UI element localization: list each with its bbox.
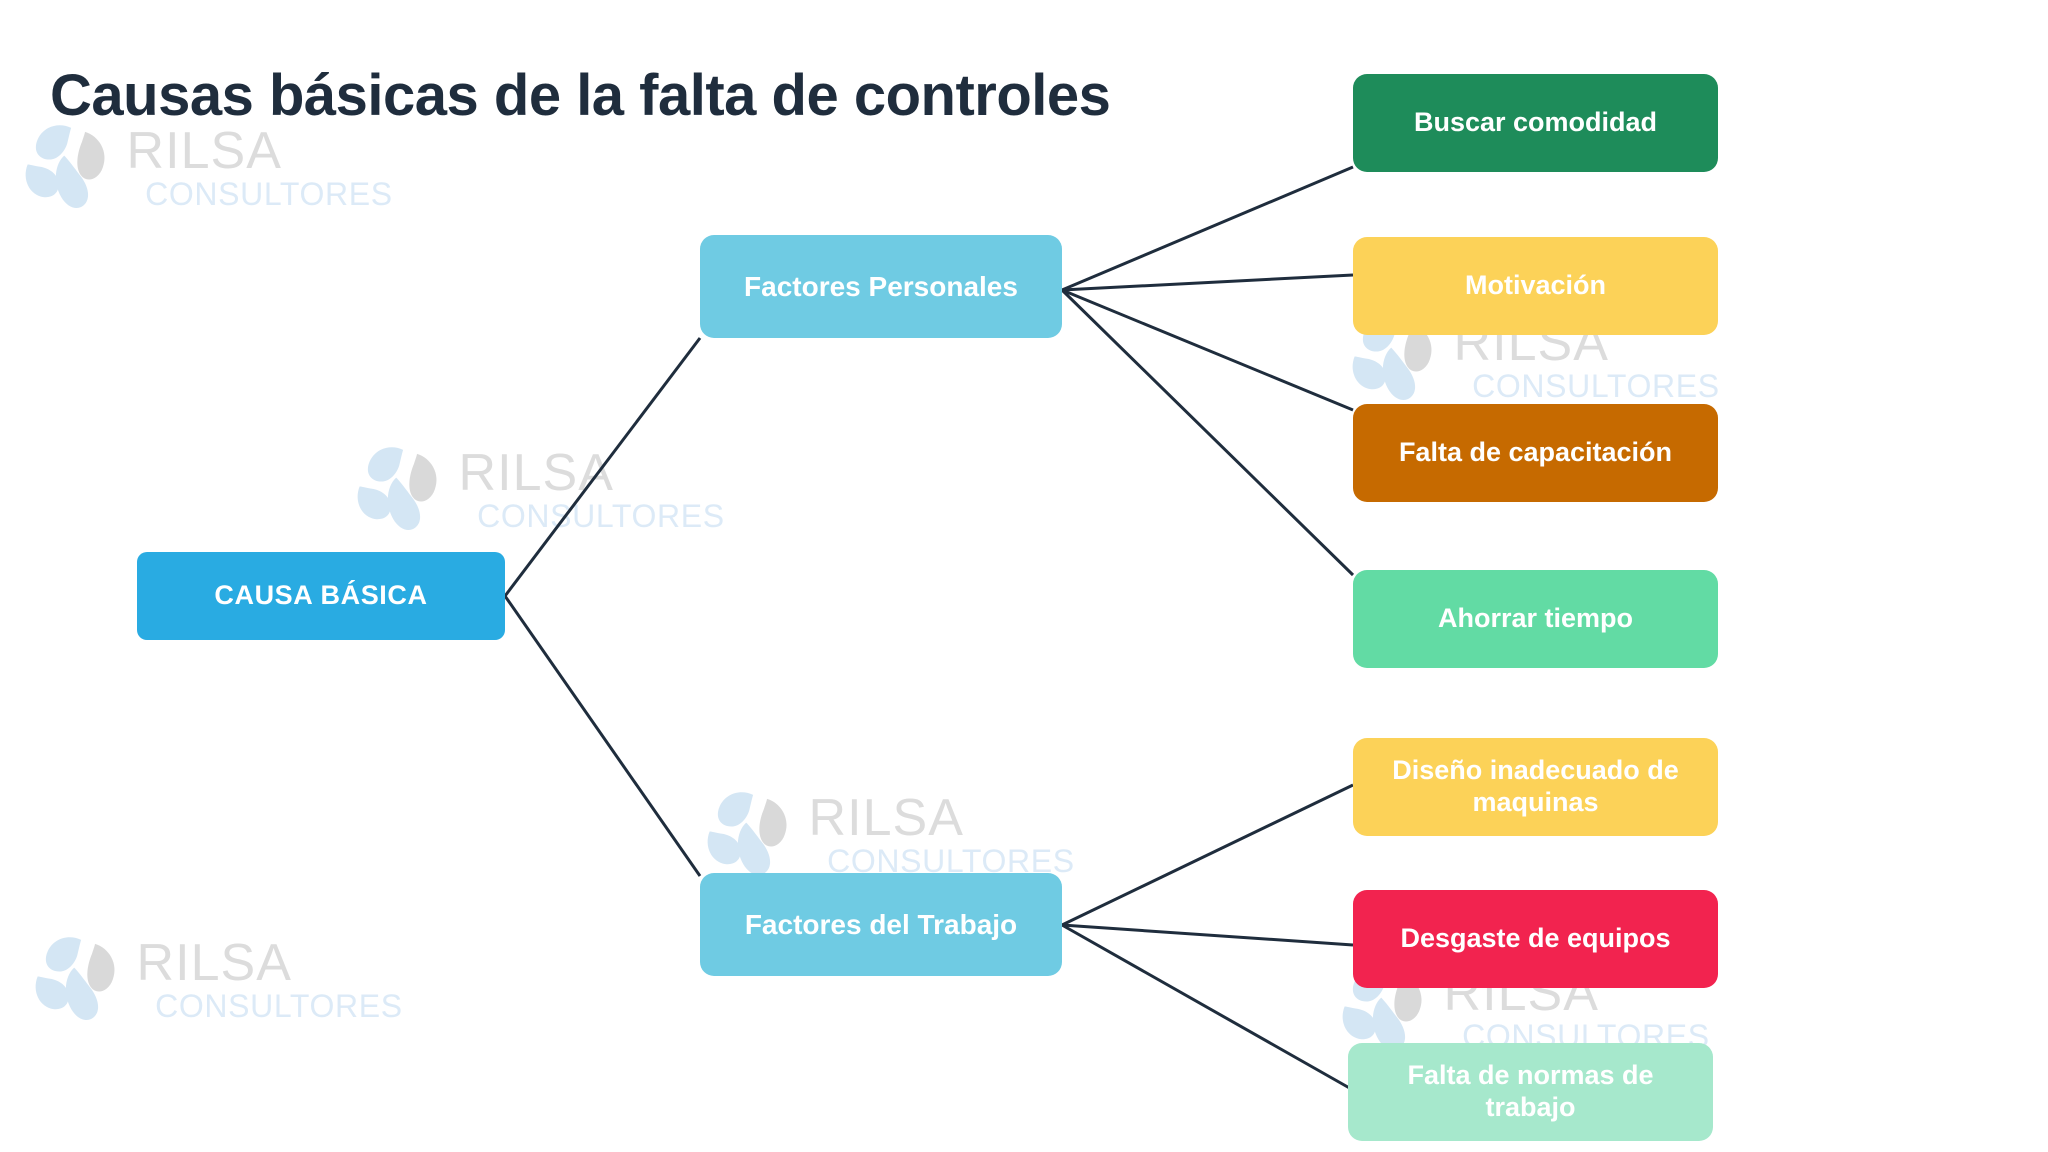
connector-personales-to-falta-capacitacion (1061, 288, 1354, 412)
page-title: Causas básicas de la falta de controles (50, 63, 1111, 128)
connector-personales-to-ahorrar-tiempo (1060, 288, 1355, 577)
connector-personales-to-buscar-comodidad (1061, 165, 1354, 292)
connector-trabajo-to-diseno-inadecuado (1061, 783, 1354, 927)
node-causa-basica[interactable]: CAUSA BÁSICA (137, 552, 505, 640)
node-diseno-inadecuado-de-maquinas[interactable]: Diseño inadecuado de maquinas (1353, 738, 1718, 836)
node-desgaste-de-equipos[interactable]: Desgaste de equipos (1353, 890, 1718, 988)
node-buscar-comodidad[interactable]: Buscar comodidad (1353, 74, 1718, 172)
node-factores-personales[interactable]: Factores Personales (700, 235, 1062, 338)
connector-personales-to-motivacion (1061, 273, 1354, 292)
connector-root-to-trabajo (503, 595, 702, 877)
node-motivacion[interactable]: Motivación (1353, 237, 1718, 335)
node-factores-del-trabajo[interactable]: Factores del Trabajo (700, 873, 1062, 976)
connector-trabajo-to-falta-normas (1061, 923, 1354, 1092)
connector-root-to-personales (503, 337, 702, 597)
node-falta-de-normas-de-trabajo[interactable]: Falta de normas de trabajo (1348, 1043, 1713, 1141)
connector-trabajo-to-desgaste-equipos (1061, 923, 1354, 947)
node-ahorrar-tiempo[interactable]: Ahorrar tiempo (1353, 570, 1718, 668)
node-falta-de-capacitacion[interactable]: Falta de capacitación (1353, 404, 1718, 502)
